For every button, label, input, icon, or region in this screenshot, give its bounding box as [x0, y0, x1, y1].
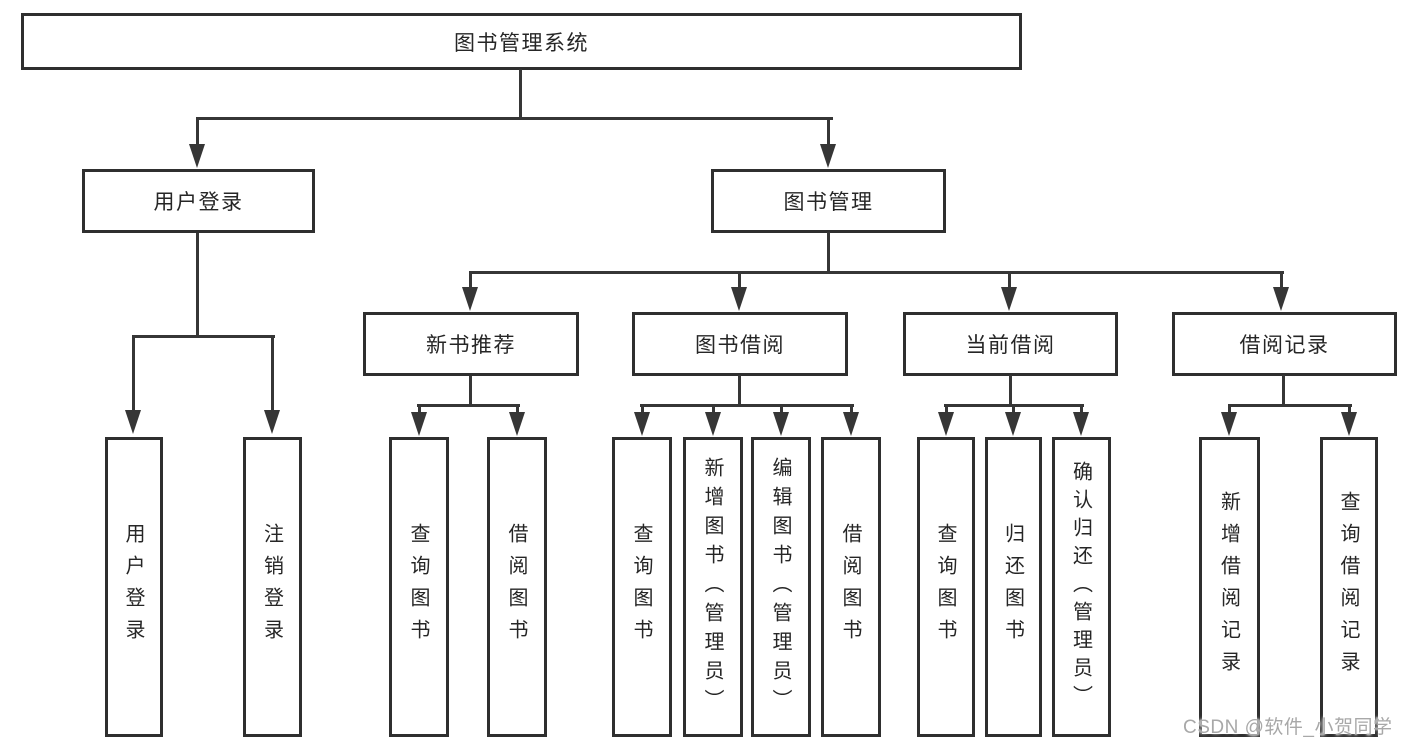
arrow-down-icon — [1005, 412, 1021, 436]
arrow-down-icon — [509, 412, 525, 436]
node-return-book-label: 归还图书 — [1001, 523, 1024, 651]
connector-line — [469, 376, 472, 407]
node-book-management-label: 图书管理 — [783, 191, 874, 214]
node-current-borrow: 当前借阅 — [903, 312, 1118, 376]
connector-line — [780, 404, 783, 416]
connector-line — [132, 335, 135, 413]
connector-line — [1282, 375, 1285, 407]
watermark: CSDN @软件_小贺同学 — [1183, 717, 1393, 738]
arrow-down-icon — [462, 287, 478, 311]
node-query-borrow-record-label: 查询借阅记录 — [1337, 491, 1359, 683]
node-login-label: 用户登录 — [122, 523, 144, 651]
arrow-down-icon — [1273, 287, 1289, 311]
arrow-down-icon — [264, 410, 280, 434]
connector-line — [640, 404, 854, 407]
connector-line — [738, 271, 741, 289]
node-borrow-records-label: 借阅记录 — [1239, 334, 1330, 357]
arrow-down-icon — [705, 412, 721, 436]
node-new-book-recommend: 新书推荐 — [363, 312, 579, 376]
connector-line — [469, 271, 472, 289]
connector-line — [417, 404, 520, 407]
arrow-down-icon — [411, 412, 427, 436]
arrow-down-icon — [125, 410, 141, 434]
node-edit-book-admin-label: 编辑图书（管理员） — [769, 456, 791, 718]
node-book-management: 图书管理 — [711, 169, 946, 233]
node-root: 图书管理系统 — [21, 13, 1022, 70]
node-borrow-book-label: 借阅图书 — [839, 523, 861, 651]
connector-line — [196, 117, 833, 120]
node-edit-book-admin: 编辑图书（管理员） — [751, 437, 811, 737]
connector-line — [519, 69, 522, 119]
connector-line — [850, 404, 853, 416]
node-query-book-current: 查询图书 — [917, 437, 975, 737]
node-book-borrow-label: 图书借阅 — [695, 334, 785, 357]
arrow-down-icon — [1001, 287, 1017, 311]
node-login: 用户登录 — [105, 437, 163, 737]
node-confirm-return-admin: 确认归还（管理员） — [1052, 437, 1111, 737]
node-query-book-recommend-label: 查询图书 — [407, 523, 429, 651]
arrow-down-icon — [1221, 412, 1237, 436]
node-user-login-label: 用户登录 — [153, 191, 244, 214]
node-borrow-book-recommend: 借阅图书 — [487, 437, 547, 737]
node-query-book-recommend: 查询图书 — [389, 437, 449, 737]
connector-line — [945, 404, 948, 416]
connector-line — [827, 232, 830, 273]
connector-line — [1080, 404, 1083, 416]
arrow-down-icon — [820, 144, 836, 168]
arrow-down-icon — [731, 287, 747, 311]
connector-line — [516, 404, 519, 416]
node-confirm-return-admin-label: 确认归还（管理员） — [1069, 461, 1092, 713]
arrow-down-icon — [189, 144, 205, 168]
node-add-borrow-record: 新增借阅记录 — [1199, 437, 1260, 737]
node-borrow-book: 借阅图书 — [821, 437, 881, 737]
connector-line — [712, 404, 715, 416]
arrow-down-icon — [634, 412, 650, 436]
connector-line — [1280, 271, 1283, 289]
node-current-borrow-label: 当前借阅 — [965, 334, 1056, 357]
connector-line — [1228, 404, 1352, 407]
node-query-borrow-record: 查询借阅记录 — [1320, 437, 1378, 737]
node-logout: 注销登录 — [243, 437, 302, 737]
connector-line — [271, 335, 274, 413]
node-query-book-borrow: 查询图书 — [612, 437, 672, 737]
node-new-book-recommend-label: 新书推荐 — [426, 334, 516, 357]
arrow-down-icon — [1341, 412, 1357, 436]
node-query-book-borrow-label: 查询图书 — [630, 523, 652, 651]
node-logout-label: 注销登录 — [260, 523, 283, 651]
connector-line — [132, 335, 275, 338]
node-add-book-admin: 新增图书（管理员） — [683, 437, 743, 737]
connector-line — [1348, 404, 1351, 416]
connector-line — [196, 117, 199, 146]
arrow-down-icon — [843, 412, 859, 436]
connector-line — [196, 233, 199, 337]
connector-line — [1009, 375, 1012, 407]
arrow-down-icon — [1073, 412, 1089, 436]
node-book-borrow: 图书借阅 — [632, 312, 848, 376]
arrow-down-icon — [773, 412, 789, 436]
node-query-book-current-label: 查询图书 — [934, 523, 956, 651]
connector-line — [469, 271, 1284, 274]
node-root-label: 图书管理系统 — [454, 31, 589, 55]
node-borrow-book-recommend-label: 借阅图书 — [505, 523, 527, 651]
connector-line — [418, 404, 421, 416]
connector-line — [1012, 404, 1015, 416]
connector-line — [827, 117, 830, 146]
connector-line — [738, 375, 741, 407]
node-add-borrow-record-label: 新增借阅记录 — [1217, 491, 1240, 683]
connector-line — [1228, 404, 1231, 416]
node-borrow-records: 借阅记录 — [1172, 312, 1397, 376]
arrow-down-icon — [938, 412, 954, 436]
node-return-book: 归还图书 — [985, 437, 1042, 737]
node-add-book-admin-label: 新增图书（管理员） — [701, 456, 723, 718]
node-user-login: 用户登录 — [82, 169, 315, 233]
connector-line — [1008, 271, 1011, 289]
connector-line — [641, 404, 644, 416]
